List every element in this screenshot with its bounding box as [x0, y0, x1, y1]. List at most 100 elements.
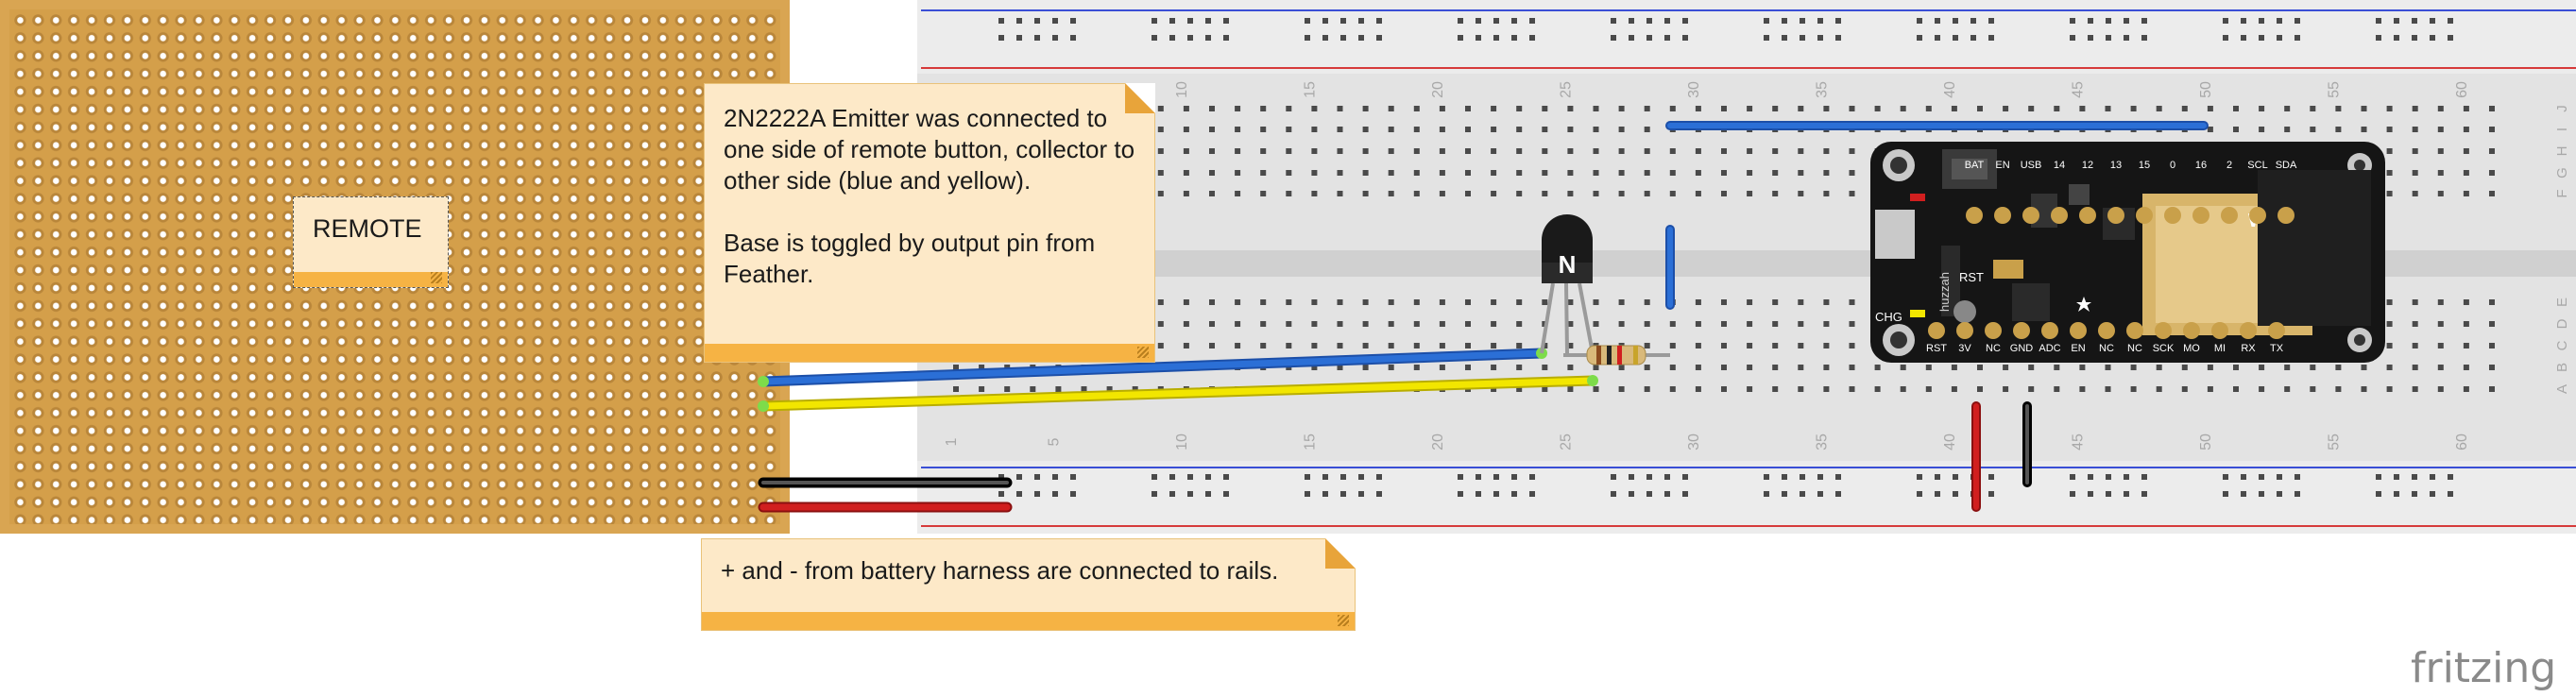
feather-pin-label: 13	[2110, 160, 2122, 171]
feather-pin	[2240, 322, 2257, 339]
row-letter: I	[2554, 128, 2570, 131]
chg-label: CHG	[1875, 310, 1902, 324]
feather-pin	[2211, 322, 2228, 339]
row-letter: G	[2554, 167, 2570, 178]
wires	[758, 121, 2209, 513]
feather-pin-label: 16	[2195, 160, 2207, 171]
feather-pin-label: TX	[2270, 343, 2284, 354]
column-number: 50	[2198, 434, 2214, 450]
feather-pin-label: 0	[2170, 160, 2175, 171]
transistor-note: 2N2222A Emitter was connected to one sid…	[704, 83, 1155, 363]
feather-pin-label: SDA	[2276, 160, 2297, 171]
feather-pin	[2070, 322, 2087, 339]
row-letter: H	[2554, 146, 2570, 157]
rst-label: RST	[1959, 270, 1984, 284]
fritzing-logo: fritzing	[2411, 644, 2556, 692]
feather-pin	[2136, 207, 2153, 224]
column-number: 55	[2326, 434, 2342, 450]
feather-pin-label: 14	[2054, 160, 2065, 171]
feather-pin-label: BAT	[1965, 160, 1985, 171]
feather-pin	[2277, 207, 2295, 224]
feather-pin-label: SCK	[2153, 343, 2175, 354]
feather-pin-label: EN	[1995, 160, 2009, 171]
feather-pin-label: ADC	[2039, 343, 2060, 354]
feather-pin-label: RX	[2241, 343, 2256, 354]
column-number: 30	[1686, 434, 1702, 450]
resistor	[1563, 345, 1670, 366]
feather-pin	[1928, 322, 1945, 339]
feather-pin	[2098, 322, 2115, 339]
feather-pin-label: NC	[2127, 343, 2142, 354]
feather-huzzah-board: WiFi huzzah RST CHG BATENUSB141213150162…	[1870, 142, 2385, 363]
feather-pin	[2079, 207, 2096, 224]
feather-pin	[1966, 207, 1983, 224]
row-letter: B	[2554, 363, 2570, 372]
row-letter: F	[2554, 189, 2570, 197]
feather-pin	[1985, 322, 2002, 339]
feather-brand: huzzah	[1937, 272, 1952, 312]
column-number: 1	[944, 437, 960, 446]
column-number: 40	[1942, 434, 1958, 450]
feather-pin-label: MI	[2214, 343, 2226, 354]
column-number: 60	[2454, 434, 2470, 450]
column-number: 15	[1302, 81, 1318, 98]
battery-note: + and - from battery harness are connect…	[701, 538, 1356, 631]
column-number: 40	[1942, 81, 1958, 98]
column-number: 50	[2198, 81, 2214, 98]
feather-pin-label: 12	[2082, 160, 2093, 171]
feather-pin	[2155, 322, 2172, 339]
feather-pin-label: 2	[2226, 160, 2232, 171]
column-number: 10	[1174, 81, 1190, 98]
feather-pin-label: SCL	[2247, 160, 2267, 171]
feather-pin	[2107, 207, 2124, 224]
feather-pin	[2041, 322, 2058, 339]
feather-pin	[2249, 207, 2266, 224]
feather-pin	[2022, 207, 2039, 224]
feather-pin-label: EN	[2071, 343, 2085, 354]
feather-pin	[1994, 207, 2011, 224]
battery-note-text: + and - from battery harness are connect…	[721, 556, 1279, 585]
feather-pin	[1956, 322, 1973, 339]
row-letter: C	[2554, 340, 2570, 350]
feather-pin	[2268, 322, 2285, 339]
feather-pin-label: NC	[2099, 343, 2114, 354]
column-number: 25	[1558, 434, 1574, 450]
transistor-2n2222a: N	[1540, 214, 1595, 354]
transistor-label: N	[1559, 250, 1577, 279]
column-number: 25	[1558, 81, 1574, 98]
column-number: 15	[1302, 434, 1318, 450]
column-number: 35	[1814, 81, 1830, 98]
feather-pin	[2221, 207, 2238, 224]
column-number: 5	[1046, 437, 1062, 446]
feather-pin-label: USB	[2021, 160, 2042, 171]
feather-pin-label: MO	[2183, 343, 2200, 354]
column-number: 45	[2070, 434, 2086, 450]
column-number: 60	[2454, 81, 2470, 98]
column-number: 10	[1174, 434, 1190, 450]
feather-pin-label: 3V	[1958, 343, 1971, 354]
column-number: 45	[2070, 81, 2086, 98]
row-letter: A	[2554, 384, 2570, 394]
feather-pin	[2183, 322, 2200, 339]
column-number: 20	[1430, 81, 1446, 98]
row-letter: D	[2554, 318, 2570, 329]
feather-pin-label: GND	[2010, 343, 2034, 354]
column-number: 35	[1814, 434, 1830, 450]
feather-pin-label: 15	[2139, 160, 2150, 171]
feather-pin-label: RST	[1926, 343, 1947, 354]
row-letter: J	[2554, 105, 2570, 112]
feather-pin-label: NC	[1986, 343, 2001, 354]
column-number: 20	[1430, 434, 1446, 450]
remote-note-text: REMOTE	[313, 214, 422, 243]
column-number: 55	[2326, 81, 2342, 98]
feather-pin	[2164, 207, 2181, 224]
feather-pin	[2126, 322, 2143, 339]
remote-note: REMOTE	[293, 196, 449, 288]
column-number: 30	[1686, 81, 1702, 98]
feather-pin	[2013, 322, 2030, 339]
row-letter: E	[2554, 298, 2570, 307]
transistor-note-text: 2N2222A Emitter was connected to one sid…	[724, 104, 1135, 288]
feather-pin	[2051, 207, 2068, 224]
feather-pin	[2192, 207, 2209, 224]
